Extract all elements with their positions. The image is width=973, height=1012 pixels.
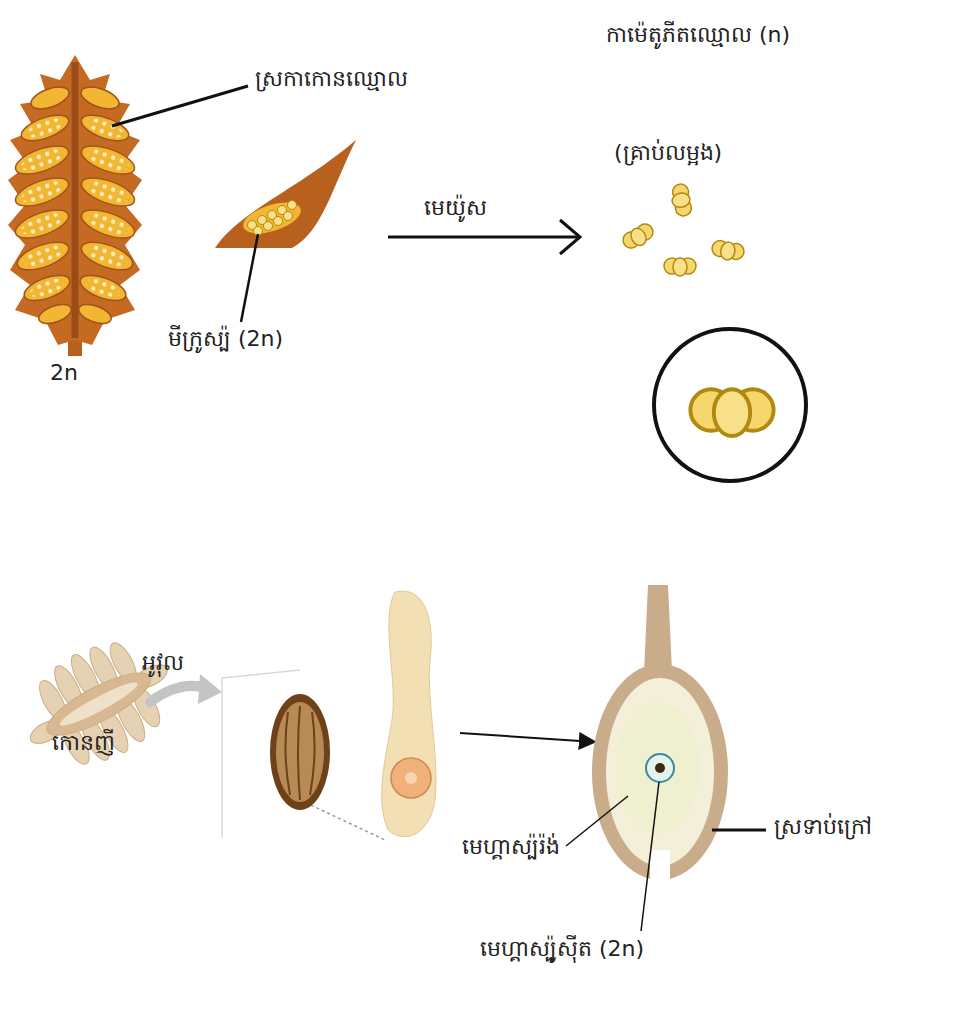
part-label: មេហ្គាស្ប៉រ៉ង់: [462, 832, 560, 862]
leader-line: [566, 796, 628, 846]
male-cone-part-part: [21, 270, 73, 305]
male-cone-part: [8, 55, 142, 345]
meiosis-arrow-part: [388, 236, 580, 239]
male-cone-part-part: [77, 270, 129, 305]
male-cone: [8, 55, 248, 356]
ovulate-scale-part: [460, 733, 595, 742]
male-cone-part: [72, 62, 79, 338]
pollen-grains-part: [690, 389, 773, 436]
male-cone-part-part: [21, 241, 66, 270]
pollen-grains-part: [669, 183, 692, 218]
female-cone-part: [150, 686, 206, 702]
female-cone: [5, 619, 222, 788]
male-cone-part-part: [84, 115, 126, 142]
ovule-section-part: [646, 754, 674, 782]
ovule-section-part: [592, 664, 728, 880]
part-label: កាម៉េតូភីតឈ្មោល (n): [606, 20, 790, 50]
female-cone-part: [198, 674, 222, 704]
male-cone-part-part: [76, 301, 113, 328]
male-cone-part-part: [78, 110, 132, 146]
ovule-section-part: [616, 702, 700, 834]
pollen-grains-part: [620, 221, 657, 253]
male-cone-part-part: [85, 145, 132, 175]
ovulate-scale-part: [276, 702, 324, 802]
male-cone-part-part: [78, 140, 138, 180]
pollen-grains: [620, 183, 806, 481]
male-cone-part-part: [19, 177, 66, 207]
male-cone-part-part: [19, 209, 66, 239]
part-label: ស្រកាកោនឈ្មោល: [255, 64, 408, 94]
male-cone-part-part: [78, 236, 136, 275]
microsporangium-part-part: [264, 222, 273, 231]
ovulate-scale-part: [391, 758, 431, 798]
female-cone-part-part: [57, 677, 141, 731]
male-cone-part-part: [28, 83, 72, 114]
microsporangium: [215, 140, 356, 322]
male-cone-part-part: [14, 236, 72, 275]
ploidy-label: 2n: [50, 358, 78, 388]
part-label: (គ្រាប់លម្អង): [614, 138, 722, 168]
pollen-grains-part: [654, 329, 806, 481]
leader-line: [241, 234, 258, 322]
part-label: មេយ៉ូស: [424, 193, 487, 223]
male-cone-part: [19, 115, 132, 301]
microsporangium-part-part: [284, 212, 293, 221]
male-cone-part-part: [78, 83, 122, 114]
ovulate-scale-part: [300, 800, 385, 840]
male-cone-part-part: [85, 177, 132, 207]
part-label: មីក្រូស្ប៉ (2n): [168, 324, 283, 354]
microsporangium-part-part: [274, 217, 283, 226]
ovulate-scale-part: [382, 591, 436, 837]
part-label: មេហ្គាស្ប៉ូស៊ីត (2n): [480, 934, 644, 964]
ovule-section-part: [606, 678, 714, 866]
male-cone-part-part: [28, 275, 67, 300]
leader-line: [641, 782, 659, 931]
ovulate-scale-part: [285, 706, 314, 800]
meiosis-arrow-part: [560, 220, 580, 254]
ovulate-scale-part: [405, 772, 417, 784]
leader-line: [112, 86, 248, 126]
ovulate-scale-part-part: [285, 712, 290, 795]
microsporangium-part: [248, 201, 297, 236]
ovule-section: [566, 585, 766, 931]
male-cone-part: [12, 83, 138, 328]
male-cone-part-part: [24, 115, 66, 142]
ovulate-scale-part-part: [310, 712, 315, 795]
ovulate-scale-part: [270, 694, 330, 810]
ovule-section-part: [644, 585, 672, 672]
part-label: អូវុល: [142, 648, 184, 678]
male-cone-part-part: [85, 241, 130, 270]
male-cone-part-part: [84, 275, 123, 300]
male-cone-part-part: [78, 172, 138, 212]
microsporangium-part: [215, 140, 356, 248]
pollen-grains-part: [711, 239, 746, 262]
male-cone-part-part: [85, 209, 132, 239]
male-cone-part-part: [12, 140, 72, 180]
male-cone-part-part: [19, 145, 66, 175]
microsporangium-part-part: [288, 201, 297, 210]
ovulate-scale-part: [222, 670, 300, 678]
ovule-section-part: [650, 850, 670, 884]
ovulate-scale: [222, 591, 595, 840]
female-cone-part: [5, 619, 193, 788]
ovulate-scale-part: [221, 678, 223, 838]
microsporangium-part: [239, 196, 304, 239]
male-cone-part-part: [18, 110, 72, 146]
male-cone-part-part: [78, 204, 138, 244]
ovulate-scale-part-part: [298, 706, 300, 800]
pollen-grains-part: [664, 258, 696, 276]
male-cone-part-part: [12, 172, 72, 212]
leader-line: [712, 829, 766, 832]
part-label: ស្រទាប់ក្រៅ: [774, 812, 872, 842]
ovule-section-part: [655, 763, 665, 773]
part-label: កោនញី: [52, 728, 115, 758]
male-cone-part-part: [12, 204, 72, 244]
meiosis-arrow: [388, 220, 580, 254]
male-cone-part-part: [36, 301, 73, 328]
